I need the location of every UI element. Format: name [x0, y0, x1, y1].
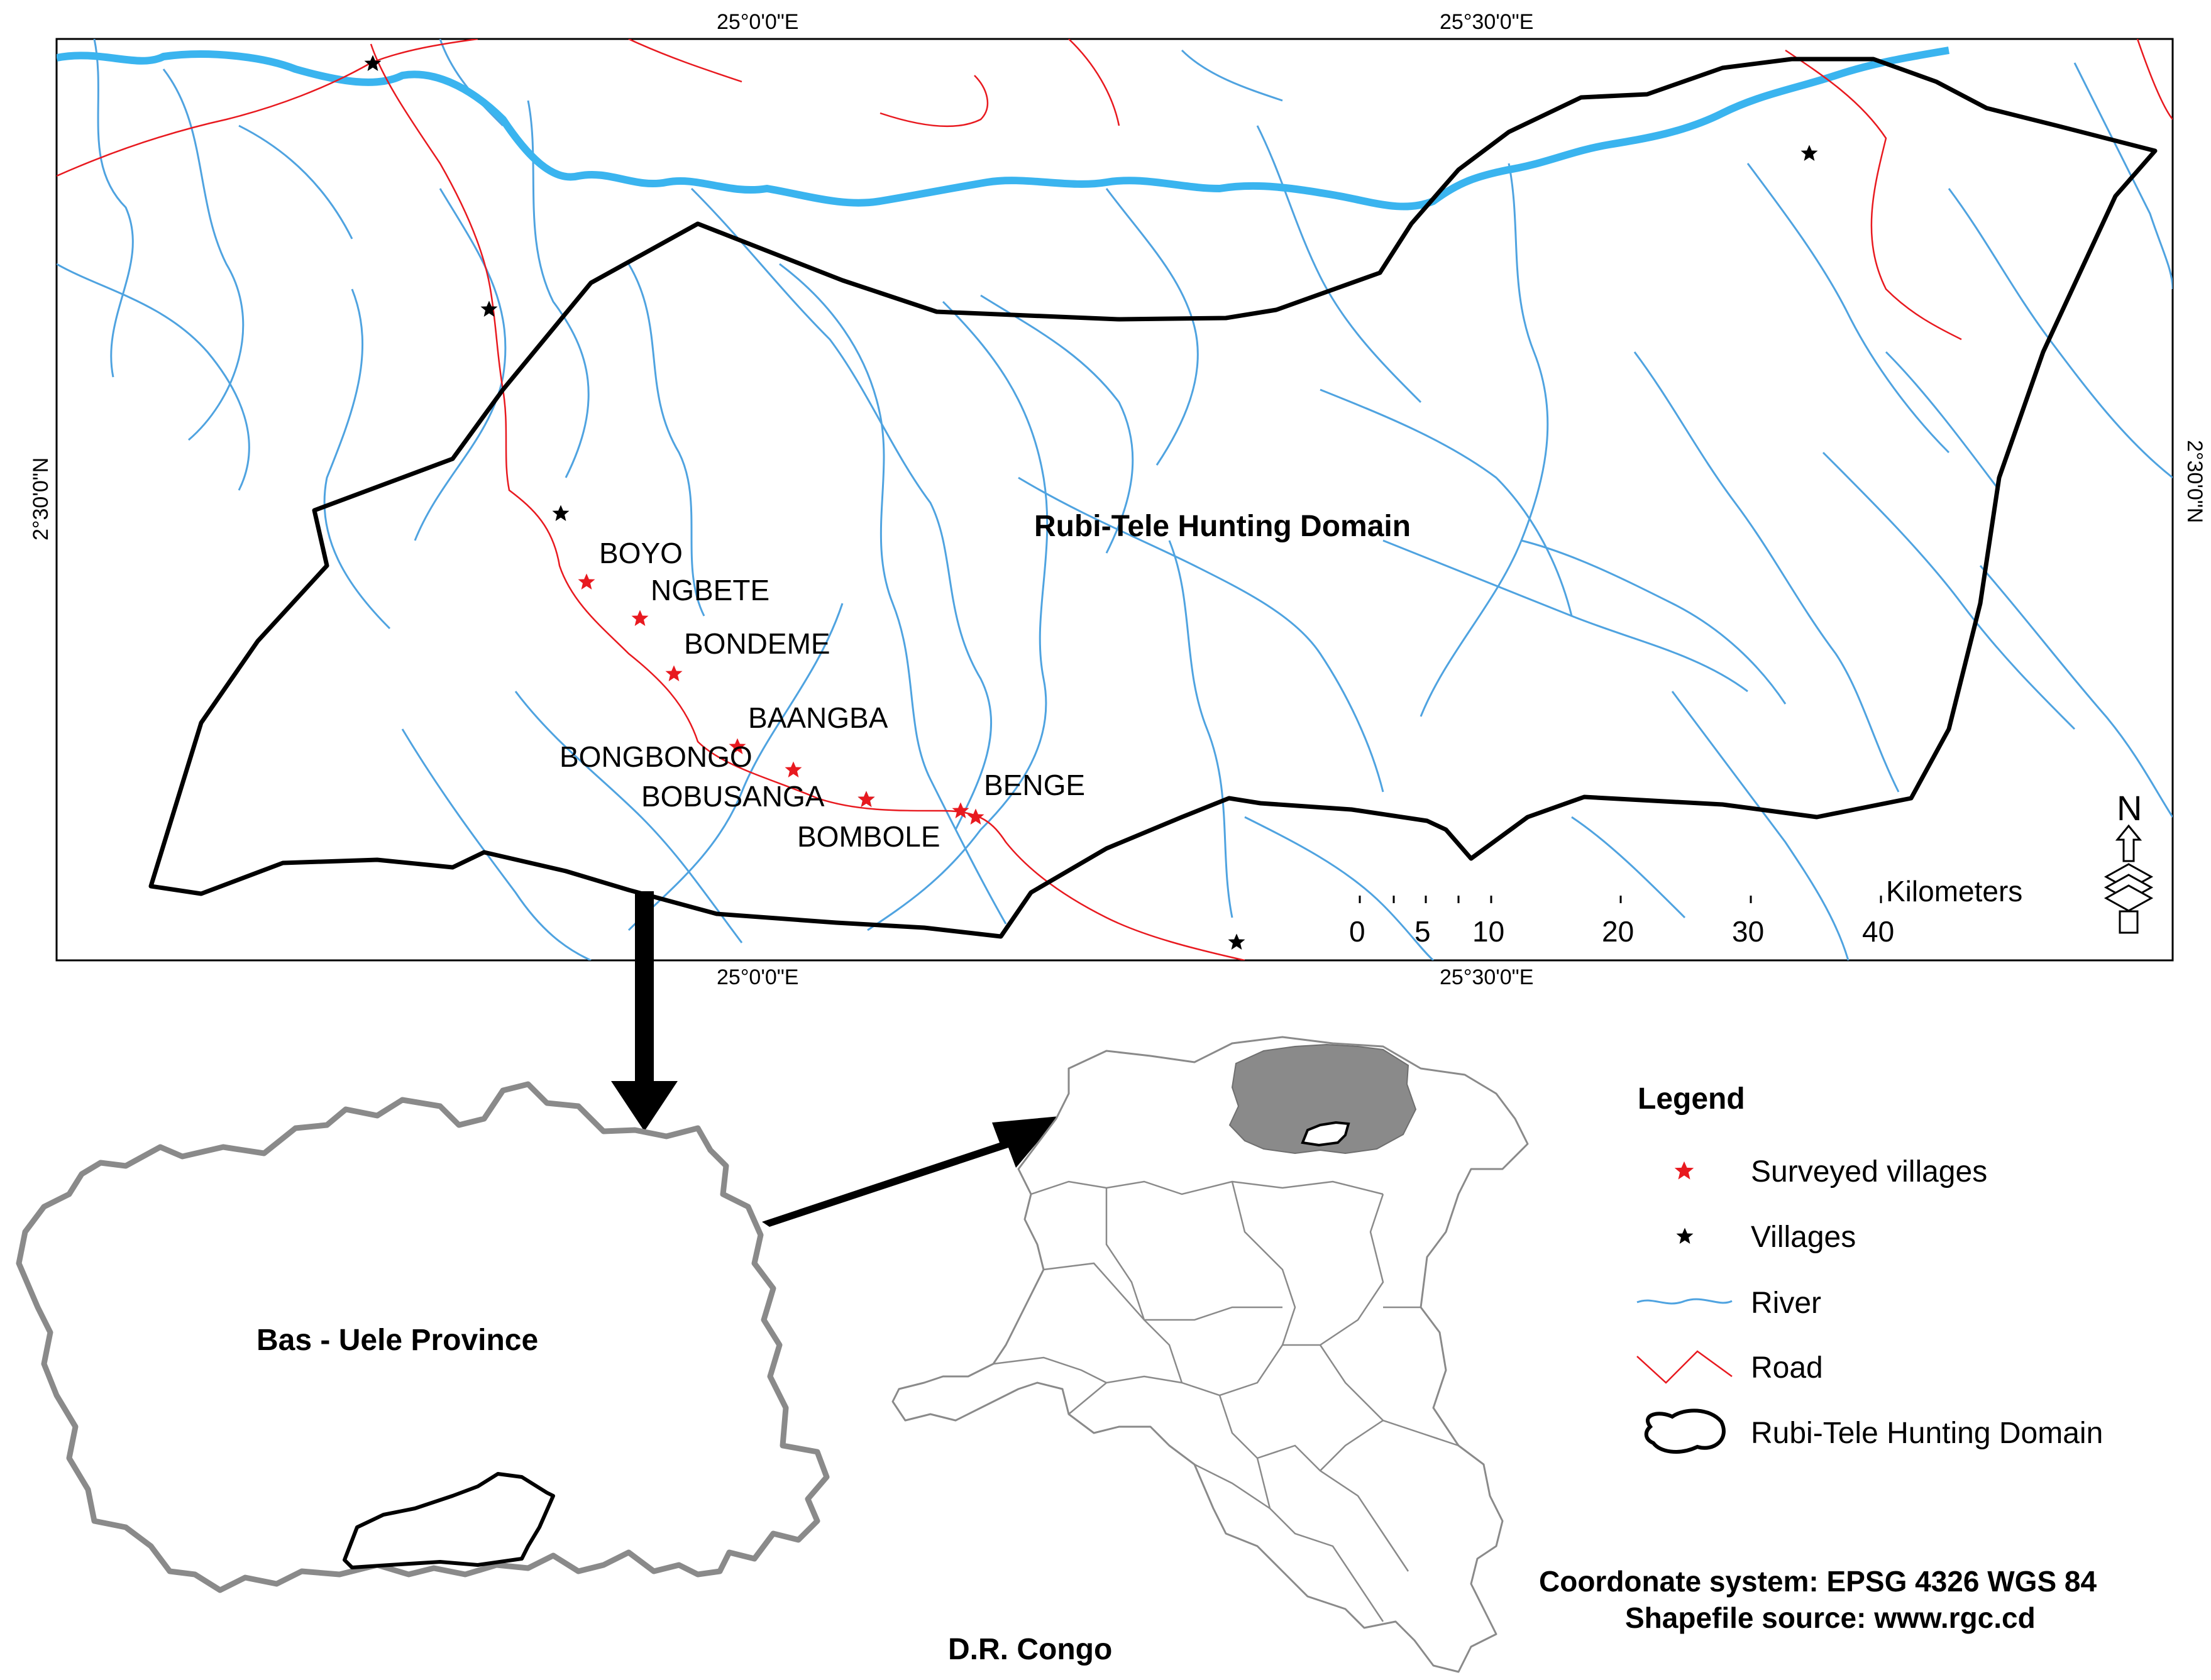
down-arrow-icon — [611, 891, 678, 1131]
legend-item-villages: Villages — [1751, 1221, 1856, 1254]
coord-right: 2°30'0"N — [2183, 440, 2207, 523]
country-province-borders — [993, 1180, 1459, 1622]
village-labels: BOYO NGBETE BONDEME BAANGBA BONGBONGO BO… — [560, 537, 1085, 853]
black-star-icon — [1676, 1227, 1694, 1244]
legend-item-road: Road — [1751, 1351, 1823, 1385]
red-star-icon — [1674, 1161, 1694, 1180]
coord-left: 2°30'0"N — [29, 458, 53, 541]
road-line-icon — [1636, 1350, 1733, 1384]
country-label: D.R. Congo — [948, 1633, 1112, 1666]
province-domain-outline — [343, 1472, 555, 1569]
legend-title: Legend — [1638, 1082, 1745, 1116]
province-inset: Bas - Uele Province — [16, 1081, 830, 1593]
village-label-baangba: BAANGBA — [748, 701, 888, 734]
main-map-frame — [55, 38, 2174, 962]
country-outline — [891, 1036, 1529, 1673]
north-arrow: N — [2103, 788, 2154, 934]
north-arrow-icon — [2115, 824, 2142, 862]
country-inset: D.R. Congo — [891, 1036, 1529, 1673]
province-label: Bas - Uele Province — [256, 1324, 538, 1357]
legend-item-river: River — [1751, 1287, 1821, 1320]
village-label-bobusanga: BOBUSANGA — [641, 780, 825, 813]
village-label-bombole: BOMBOLE — [797, 820, 940, 853]
river-line-icon — [1636, 1298, 1733, 1305]
main-map: BOYO NGBETE BONDEME BAANGBA BONGBONGO BO… — [29, 10, 2207, 989]
village-label-boyo: BOYO — [599, 537, 683, 569]
scale-tick-5: 5 — [1414, 915, 1431, 948]
scale-tick-10: 10 — [1472, 915, 1504, 948]
coord-top-right: 25°30'0"E — [1440, 10, 1533, 34]
scale-bar: 0 5 10 20 30 40 Kilometers — [1349, 875, 2022, 948]
village-label-benge: BENGE — [984, 769, 1085, 801]
province-outline — [16, 1081, 830, 1593]
domain-label: Rubi-Tele Hunting Domain — [1034, 510, 1411, 543]
north-label: N — [2117, 788, 2142, 828]
credits: Coordonate system: EPSG 4326 WGS 84 Shap… — [1539, 1565, 2097, 1634]
village-label-ngbete: NGBETE — [651, 574, 769, 607]
hunting-domain-outline — [148, 57, 2158, 939]
scale-tick-40: 40 — [1862, 915, 1894, 948]
legend-item-surveyed: Surveyed villages — [1751, 1155, 1987, 1189]
village-label-bongbongo: BONGBONGO — [560, 740, 753, 773]
scale-tick-20: 20 — [1602, 915, 1634, 948]
village-label-bondeme: BONDEME — [684, 627, 830, 660]
rivers — [57, 39, 2173, 960]
coord-bottom-left: 25°0'0"E — [717, 965, 798, 989]
legend: Legend Surveyed villages Villages River … — [1636, 1082, 2103, 1454]
credits-line2: Shapefile source: www.rgc.cd — [1625, 1601, 2036, 1634]
scale-tick-0: 0 — [1349, 915, 1365, 948]
connector-arrows — [611, 891, 1059, 1227]
credits-line1: Coordonate system: EPSG 4326 WGS 84 — [1539, 1565, 2097, 1598]
diagonal-arrow-icon — [762, 1116, 1059, 1227]
main-river — [57, 47, 1949, 211]
roads — [57, 39, 2173, 960]
bas-uele-highlight — [1228, 1043, 1417, 1155]
scale-unit-label: Kilometers — [1886, 875, 2022, 908]
country-domain-outline — [1301, 1121, 1350, 1147]
coord-bottom-right: 25°30'0"E — [1440, 965, 1533, 989]
coord-top-left: 25°0'0"E — [717, 10, 798, 34]
domain-outline-icon — [1644, 1408, 1726, 1454]
scale-tick-30: 30 — [1732, 915, 1764, 948]
legend-item-domain: Rubi-Tele Hunting Domain — [1751, 1417, 2103, 1450]
